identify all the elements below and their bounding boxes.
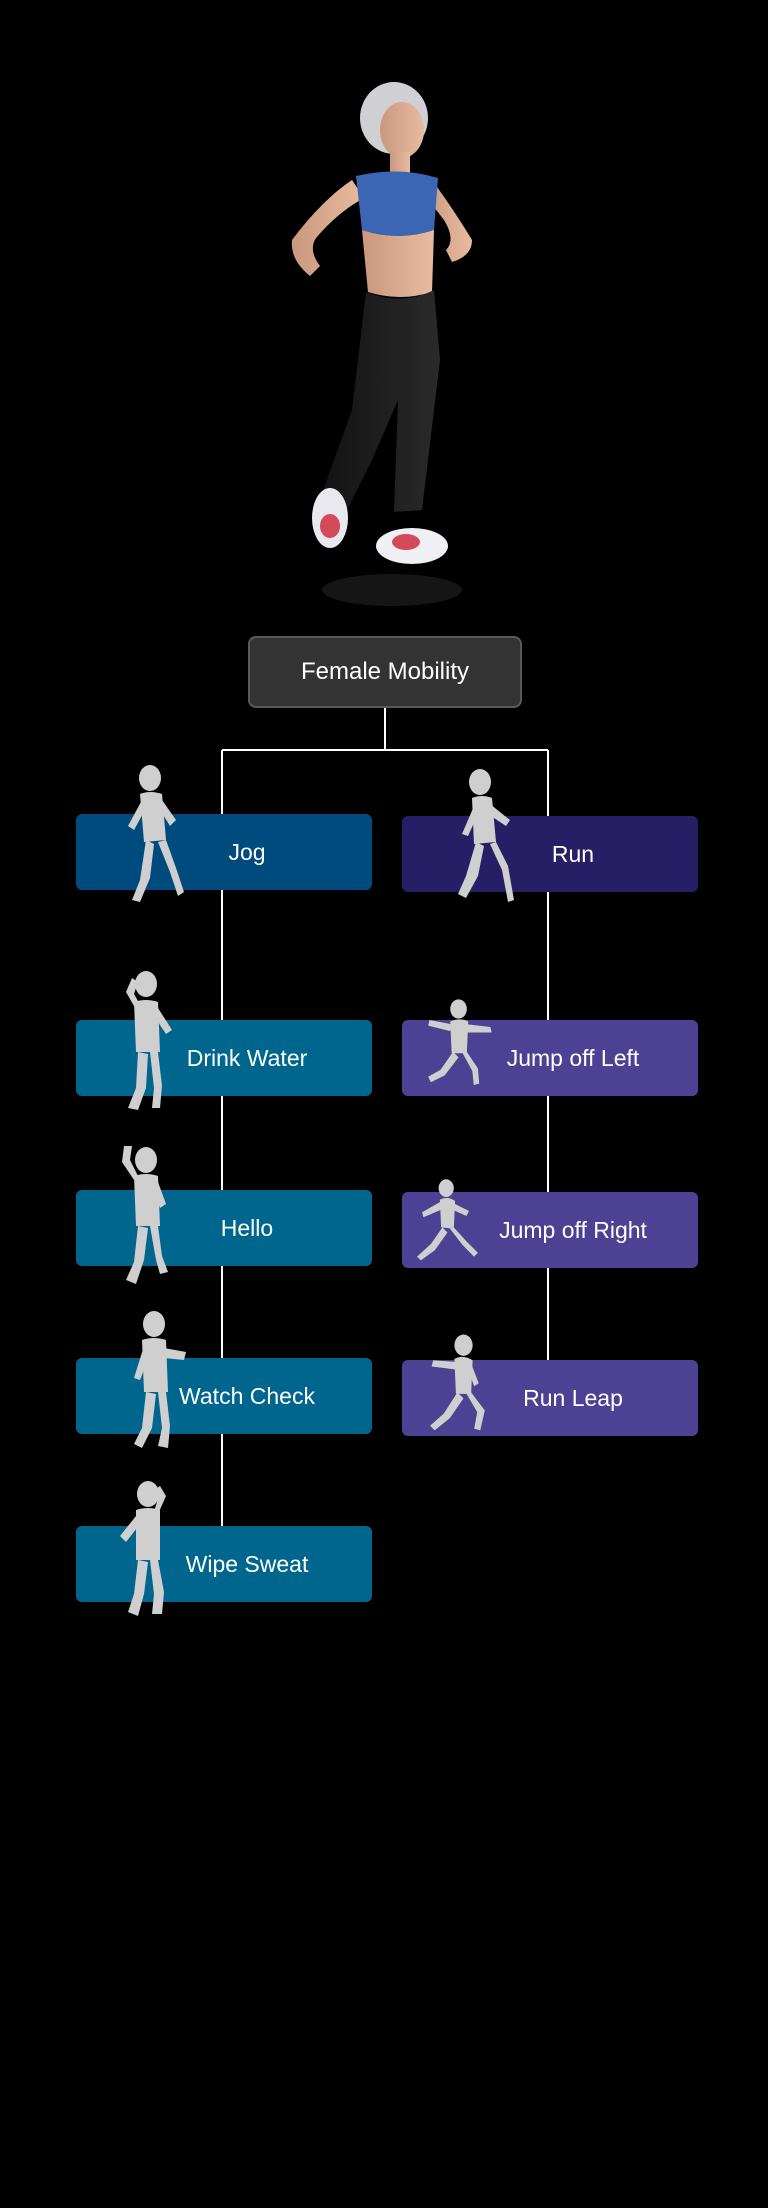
mannequin-drink-water-icon bbox=[126, 971, 172, 1110]
mannequin-run-icon bbox=[458, 769, 514, 902]
mannequin-wipe-sweat-icon bbox=[120, 1481, 166, 1616]
node-run[interactable]: Run bbox=[402, 816, 698, 892]
mannequin-jog-icon bbox=[128, 765, 184, 902]
node-hello[interactable]: Hello bbox=[76, 1190, 372, 1266]
node-label: Run bbox=[551, 840, 595, 867]
mannequin-run-leap-icon bbox=[430, 1334, 485, 1431]
node-label: Drink Water bbox=[186, 1044, 308, 1071]
root-node-label: Female Mobility bbox=[300, 658, 470, 685]
node-label: Watch Check bbox=[179, 1382, 315, 1409]
node-label: Hello bbox=[220, 1214, 274, 1241]
female-runner-figure bbox=[291, 82, 472, 606]
mannequin-watch-check-icon bbox=[134, 1311, 186, 1448]
node-watch-check[interactable]: Watch Check bbox=[76, 1358, 372, 1434]
node-jog[interactable]: Jog bbox=[76, 814, 372, 890]
node-drink-water[interactable]: Drink Water bbox=[76, 1020, 372, 1096]
mannequin-jump-off-left-icon bbox=[428, 999, 492, 1085]
mannequin-jump-off-right-icon bbox=[417, 1179, 478, 1261]
mannequin-hello-icon bbox=[122, 1146, 168, 1284]
node-label: Jump off Right bbox=[499, 1216, 647, 1243]
node-label: Jump off Left bbox=[506, 1044, 640, 1071]
node-label: Run Leap bbox=[523, 1384, 623, 1411]
node-label: Wipe Sweat bbox=[185, 1550, 309, 1577]
root-node-female-mobility: Female Mobility bbox=[248, 636, 522, 708]
node-label: Jog bbox=[228, 838, 266, 865]
node-run-leap[interactable]: Run Leap bbox=[402, 1360, 698, 1436]
